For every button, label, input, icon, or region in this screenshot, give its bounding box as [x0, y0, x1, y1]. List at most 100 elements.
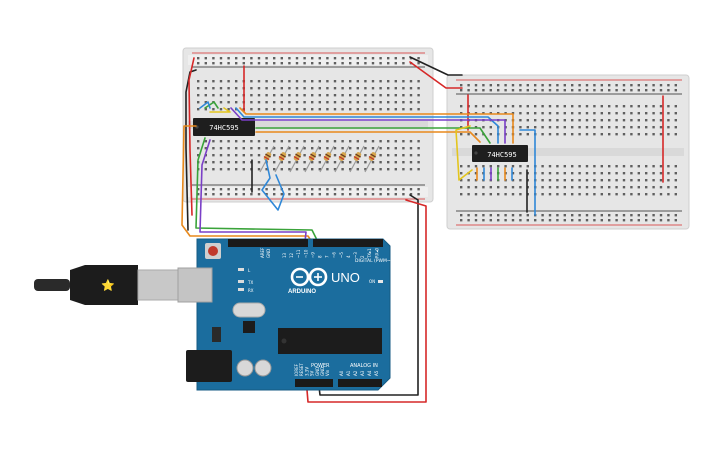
- breadboard-hole[interactable]: [541, 89, 544, 92]
- breadboard-hole[interactable]: [379, 140, 382, 143]
- breadboard-hole[interactable]: [250, 80, 253, 83]
- breadboard-hole[interactable]: [593, 84, 596, 87]
- breadboard-hole[interactable]: [371, 57, 375, 60]
- breadboard-hole[interactable]: [311, 188, 314, 191]
- breadboard-hole[interactable]: [402, 140, 405, 143]
- breadboard-hole[interactable]: [556, 126, 559, 129]
- breadboard-hole[interactable]: [394, 94, 397, 97]
- breadboard-hole[interactable]: [637, 119, 640, 122]
- breadboard-hole[interactable]: [417, 168, 420, 171]
- breadboard-hole[interactable]: [379, 188, 382, 191]
- breadboard-hole[interactable]: [674, 89, 677, 92]
- breadboard-hole[interactable]: [608, 112, 611, 115]
- breadboard-hole[interactable]: [288, 168, 291, 171]
- breadboard-hole[interactable]: [265, 140, 268, 143]
- breadboard-hole[interactable]: [204, 193, 207, 196]
- breadboard-hole[interactable]: [379, 57, 382, 60]
- breadboard-hole[interactable]: [341, 62, 344, 65]
- breadboard-hole[interactable]: [467, 165, 470, 168]
- breadboard-hole[interactable]: [615, 133, 618, 136]
- breadboard-hole[interactable]: [394, 188, 397, 191]
- breadboard-hole[interactable]: [417, 193, 420, 196]
- breadboard-hole[interactable]: [548, 179, 552, 182]
- breadboard-hole[interactable]: [356, 168, 359, 171]
- breadboard-hole[interactable]: [387, 154, 390, 157]
- breadboard-hole[interactable]: [219, 193, 223, 196]
- breadboard-hole[interactable]: [645, 112, 648, 115]
- breadboard-hole[interactable]: [204, 87, 207, 90]
- breadboard-hole[interactable]: [387, 57, 390, 60]
- breadboard-hole[interactable]: [257, 168, 261, 171]
- breadboard-hole[interactable]: [519, 179, 522, 182]
- breadboard-hole[interactable]: [556, 119, 559, 122]
- breadboard-hole[interactable]: [257, 87, 261, 90]
- breadboard-hole[interactable]: [659, 165, 663, 168]
- breadboard-hole[interactable]: [204, 188, 207, 191]
- breadboard-hole[interactable]: [467, 133, 470, 136]
- breadboard-hole[interactable]: [212, 161, 215, 164]
- breadboard-hole[interactable]: [571, 84, 574, 87]
- breadboard-hole[interactable]: [667, 105, 670, 108]
- breadboard-hole[interactable]: [600, 112, 603, 115]
- breadboard-hole[interactable]: [593, 186, 596, 189]
- breadboard-hole[interactable]: [349, 193, 352, 196]
- breadboard-hole[interactable]: [341, 147, 344, 150]
- breadboard-hole[interactable]: [504, 219, 507, 222]
- breadboard-hole[interactable]: [600, 105, 603, 108]
- breadboard-hole[interactable]: [417, 62, 420, 65]
- breadboard-hole[interactable]: [578, 133, 581, 136]
- breadboard-hole[interactable]: [409, 101, 413, 104]
- resistor[interactable]: [289, 145, 305, 173]
- breadboard-hole[interactable]: [622, 126, 626, 129]
- breadboard-hole[interactable]: [212, 147, 215, 150]
- breadboard-hole[interactable]: [311, 87, 314, 90]
- breadboard-hole[interactable]: [571, 179, 574, 182]
- breadboard-hole[interactable]: [295, 193, 299, 196]
- breadboard-hole[interactable]: [467, 214, 470, 217]
- breadboard-hole[interactable]: [364, 94, 367, 97]
- breadboard-hole[interactable]: [622, 214, 626, 217]
- breadboard-hole[interactable]: [235, 101, 238, 104]
- breadboard-hole[interactable]: [578, 112, 581, 115]
- breadboard-hole[interactable]: [593, 193, 596, 196]
- breadboard-hole[interactable]: [197, 94, 200, 97]
- breadboard-hole[interactable]: [608, 172, 611, 175]
- breadboard-hole[interactable]: [482, 186, 485, 189]
- breadboard-hole[interactable]: [556, 172, 559, 175]
- breadboard-hole[interactable]: [197, 101, 200, 104]
- breadboard-hole[interactable]: [645, 172, 648, 175]
- breadboard-hole[interactable]: [467, 186, 470, 189]
- breadboard-hole[interactable]: [615, 112, 618, 115]
- breadboard-hole[interactable]: [280, 62, 283, 65]
- breadboard-hole[interactable]: [364, 62, 367, 65]
- breadboard-hole[interactable]: [265, 94, 268, 97]
- breadboard-hole[interactable]: [608, 126, 611, 129]
- breadboard-hole[interactable]: [311, 147, 314, 150]
- breadboard-hole[interactable]: [615, 89, 618, 92]
- breadboard-hole[interactable]: [593, 112, 596, 115]
- breadboard-hole[interactable]: [409, 87, 413, 90]
- breadboard-hole[interactable]: [571, 133, 574, 136]
- breadboard-hole[interactable]: [257, 154, 261, 157]
- breadboard-hole[interactable]: [541, 119, 544, 122]
- breadboard-hole[interactable]: [394, 193, 397, 196]
- breadboard-hole[interactable]: [578, 84, 581, 87]
- breadboard-hole[interactable]: [417, 188, 420, 191]
- breadboard-hole[interactable]: [556, 112, 559, 115]
- breadboard-hole[interactable]: [197, 188, 200, 191]
- breadboard-hole[interactable]: [341, 94, 344, 97]
- breadboard-hole[interactable]: [333, 147, 337, 150]
- breadboard-hole[interactable]: [242, 140, 245, 143]
- breadboard-hole[interactable]: [318, 87, 321, 90]
- breadboard-hole[interactable]: [364, 168, 367, 171]
- breadboard-hole[interactable]: [227, 108, 230, 111]
- breadboard-hole[interactable]: [541, 112, 544, 115]
- breadboard-hole[interactable]: [273, 108, 276, 111]
- breadboard-hole[interactable]: [585, 126, 589, 129]
- resistor[interactable]: [304, 145, 320, 173]
- breadboard-hole[interactable]: [288, 101, 291, 104]
- breadboard-hole[interactable]: [571, 186, 574, 189]
- breadboard-hole[interactable]: [556, 214, 559, 217]
- breadboard-hole[interactable]: [659, 119, 663, 122]
- breadboard-hole[interactable]: [467, 179, 470, 182]
